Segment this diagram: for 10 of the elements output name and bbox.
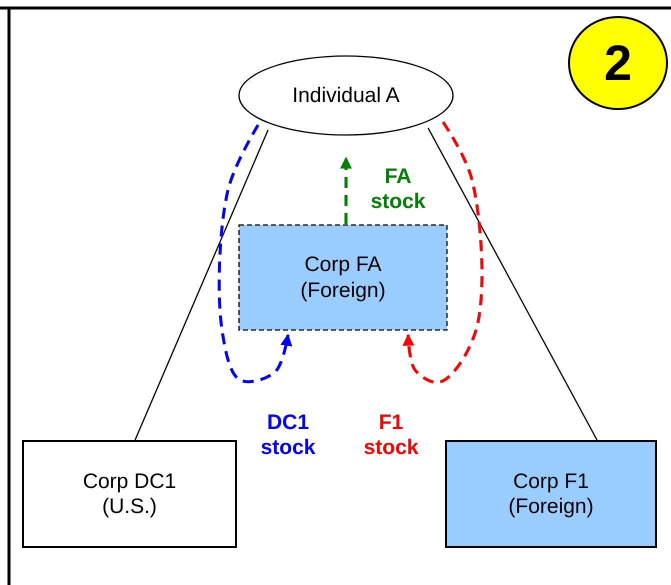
connector-line [134,130,269,440]
entity-name: Corp FA (Foreign) [299,252,387,303]
arrow [218,124,292,384]
connector-line [428,128,598,440]
arrow [402,121,484,384]
entity-name: Individual A [291,82,401,108]
badge-number: 2 [603,34,633,93]
entity-name: Corp F1 (Foreign) [507,468,595,520]
arrow [340,156,352,224]
entity-name: Corp DC1 (U.S.) [82,468,178,520]
